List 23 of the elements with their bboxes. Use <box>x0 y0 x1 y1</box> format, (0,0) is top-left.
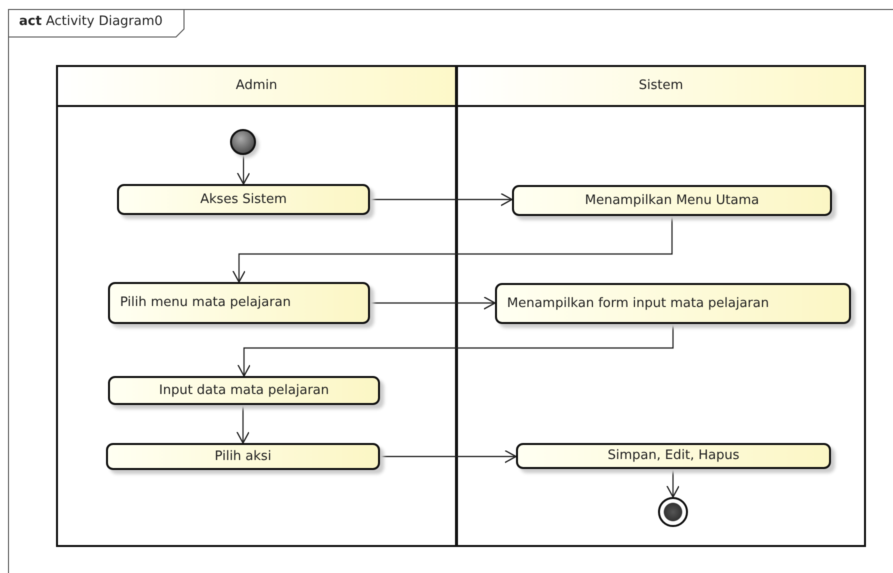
action-box: Pilih aksi <box>106 443 380 470</box>
control-flow-arrow <box>380 450 517 464</box>
action-box: Simpan, Edit, Hapus <box>516 443 831 469</box>
action-box: Akses Sistem <box>117 184 370 215</box>
control-flow-arrow <box>236 155 250 185</box>
frame-title: act Activity Diagram0 <box>18 13 164 31</box>
control-flow-arrow <box>236 405 250 444</box>
initial-node <box>230 129 256 155</box>
activity-frame <box>8 9 893 573</box>
swimlane <box>456 65 866 547</box>
control-flow-arrow <box>370 192 513 206</box>
final-node <box>658 497 688 527</box>
control-flow-arrow <box>232 216 673 283</box>
swimlane <box>56 65 457 547</box>
control-flow-arrow <box>237 324 674 377</box>
action-box: Pilih menu mata pelajaran <box>108 282 370 324</box>
action-box: Input data mata pelajaran <box>108 376 380 405</box>
action-box: Menampilkan Menu Utama <box>512 185 832 216</box>
control-flow-arrow <box>370 296 496 310</box>
action-box: Menampilkan form input mata pelajaran <box>495 283 851 324</box>
lane-header: Sistem <box>638 78 684 93</box>
control-flow-arrow <box>666 469 680 498</box>
lane-header: Admin <box>236 78 278 93</box>
